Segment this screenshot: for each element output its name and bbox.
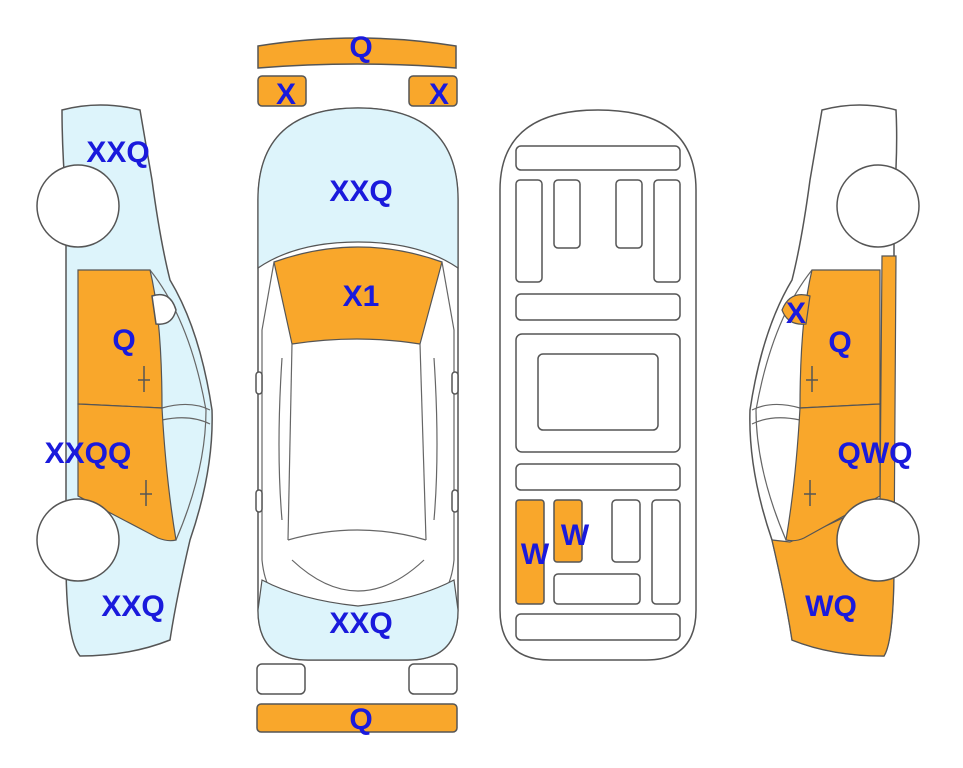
right-mirror-label: X bbox=[786, 297, 806, 330]
left-rear-quarter-label: XXQ bbox=[101, 590, 164, 623]
front-bumper-label: Q bbox=[349, 31, 372, 64]
right-rear-door-label: QWQ bbox=[838, 437, 913, 470]
left-rear-door-label: XXQQ bbox=[45, 437, 132, 470]
left-front-wheel bbox=[36, 164, 120, 248]
top-view-car: XXQ X1 XXQ bbox=[255, 107, 459, 661]
hood-label: XXQ bbox=[329, 175, 392, 208]
left-rear-wheel bbox=[36, 498, 120, 582]
mirror-left-part bbox=[257, 75, 307, 107]
underbody-w1-part bbox=[515, 499, 545, 605]
right-front-door-label: Q bbox=[828, 326, 851, 359]
left-side-view: XXQ Q XXQQ XXQ bbox=[36, 104, 213, 657]
right-front-wheel bbox=[836, 164, 920, 248]
mirror-right-label: X bbox=[429, 78, 449, 111]
underbody-w2-label: W bbox=[561, 519, 590, 552]
right-mirror-part bbox=[781, 294, 811, 325]
mirror-right-part bbox=[408, 75, 458, 107]
underbody-w1-label: W bbox=[521, 538, 550, 571]
rear-bumper-group: Q bbox=[256, 663, 458, 736]
right-rear-wheel bbox=[836, 498, 920, 582]
rear-window-part bbox=[257, 579, 459, 661]
windshield-label: X1 bbox=[343, 280, 380, 313]
mirror-left-label: X bbox=[276, 78, 296, 111]
right-side-view: X Q QWQ WQ bbox=[749, 104, 920, 657]
taillight-right bbox=[408, 663, 458, 695]
rear-bumper-label: Q bbox=[349, 703, 372, 736]
front-bumper-group: Q X X bbox=[257, 31, 458, 111]
rear-bumper-part bbox=[256, 703, 458, 733]
right-rear-quarter-label: WQ bbox=[805, 590, 857, 623]
hood-part bbox=[257, 107, 459, 270]
left-front-door-label: Q bbox=[112, 324, 135, 357]
taillight-left bbox=[256, 663, 306, 695]
front-bumper-part bbox=[257, 37, 457, 69]
rear-window-label: XXQ bbox=[329, 607, 392, 640]
underbody-w2-part bbox=[553, 499, 583, 563]
underbody-view: W W bbox=[499, 109, 697, 661]
left-front-fender-label: XXQ bbox=[86, 136, 149, 169]
